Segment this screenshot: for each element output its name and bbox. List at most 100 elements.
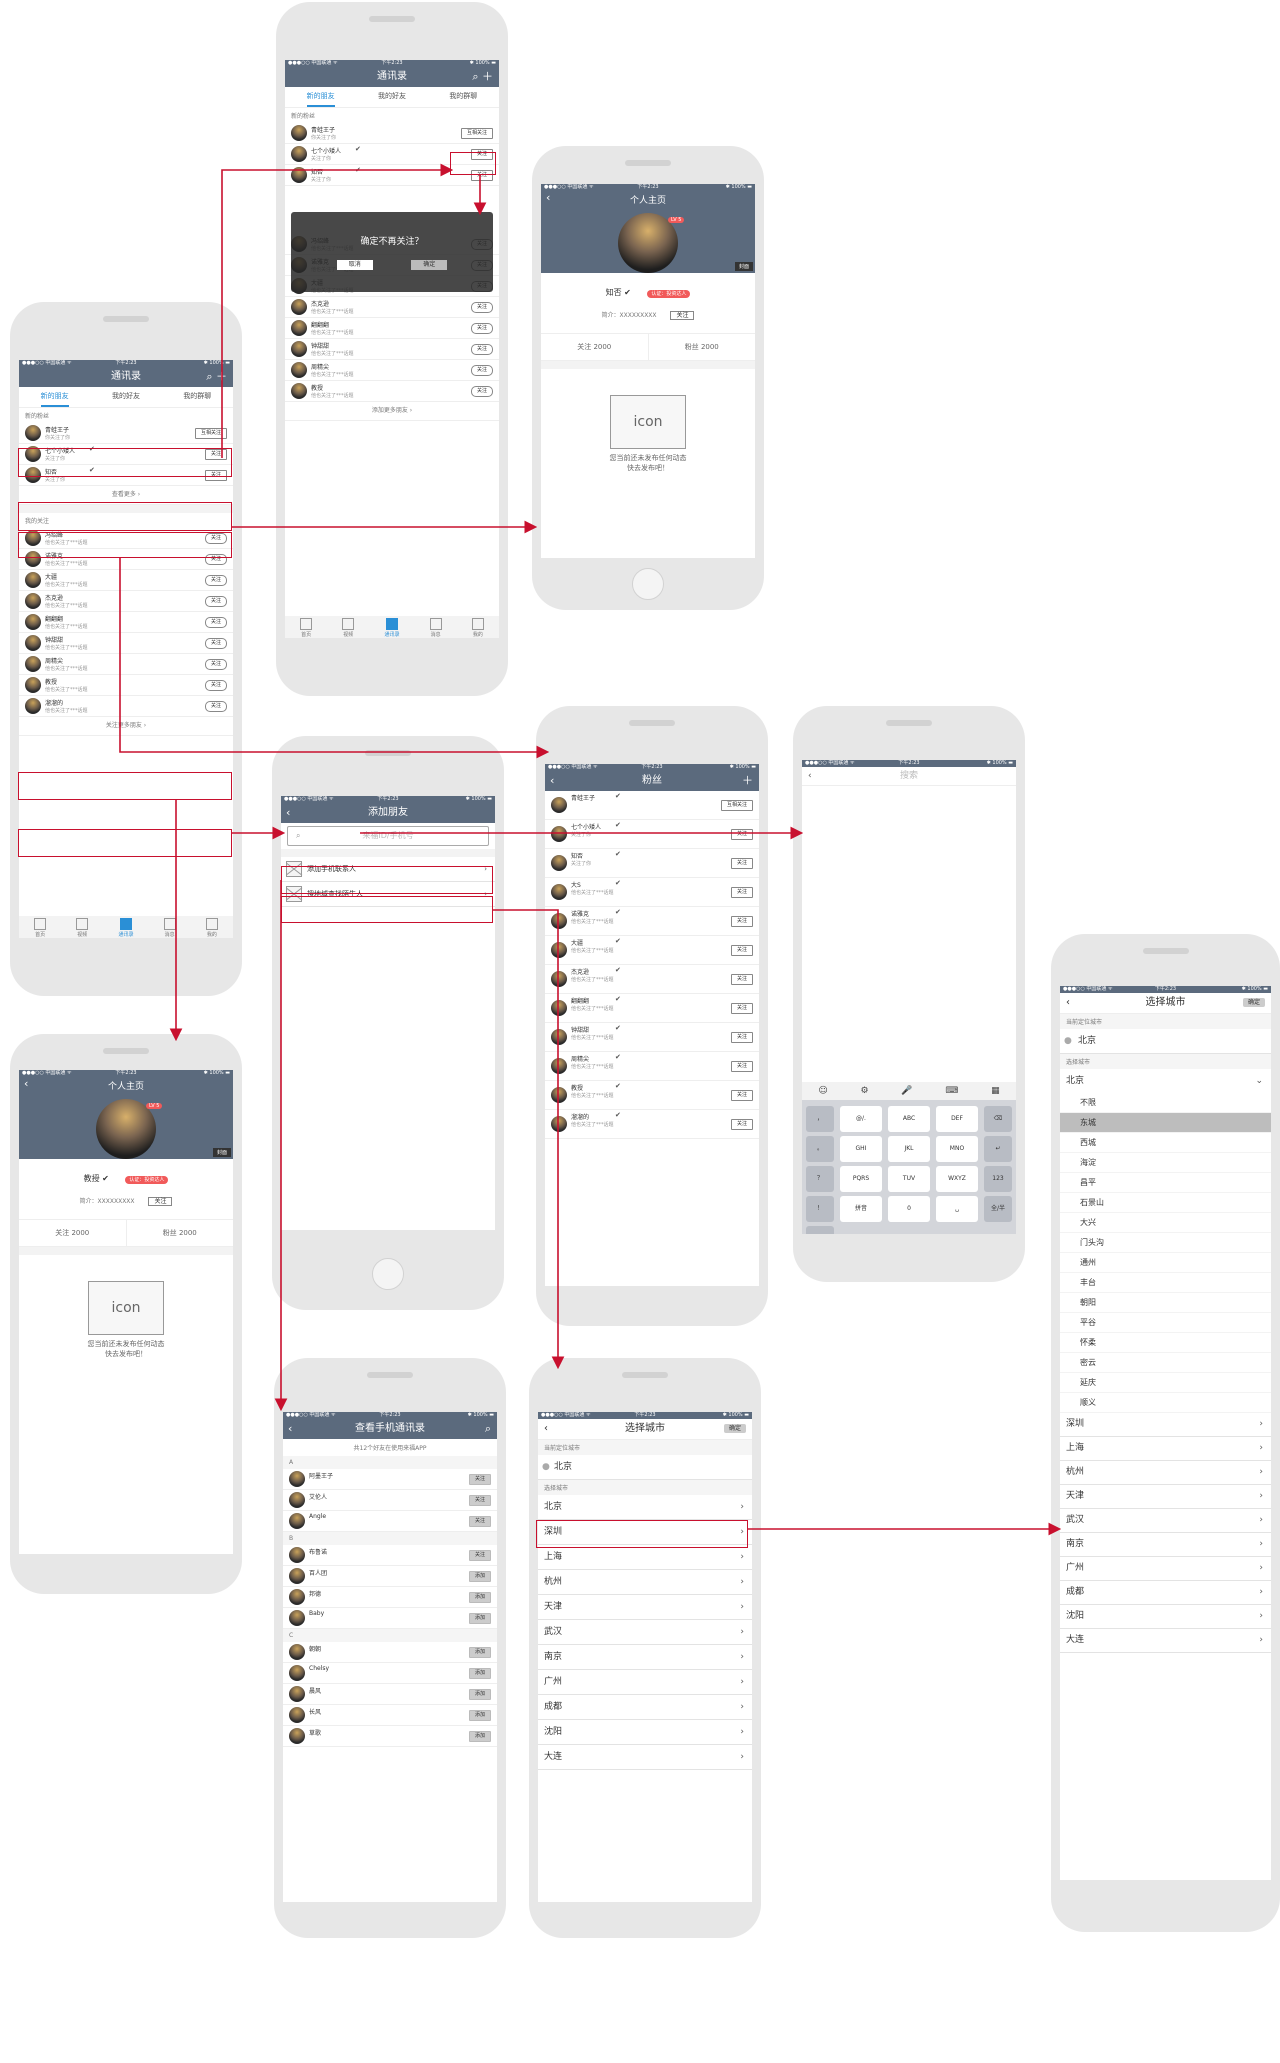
keyboard-key[interactable]: JKL [888,1136,930,1162]
follow-button[interactable]: 关注 [204,470,227,481]
city-row[interactable]: 北京› [538,1495,752,1520]
city-row[interactable]: 深圳› [1060,1413,1271,1437]
following-count[interactable]: 关注 2000 [541,334,649,360]
see-more-link[interactable]: 查看更多 › [19,486,233,505]
district-item[interactable]: 密云 [1060,1353,1271,1373]
follow-button[interactable]: 关注 [470,149,493,160]
city-row[interactable]: 广州› [538,1670,752,1695]
city-row[interactable]: 武汉› [538,1620,752,1645]
keyboard-key[interactable]: 123 [984,1166,1012,1192]
list-item[interactable]: 七个小矮人✔关注了你关注 [19,444,233,465]
list-item[interactable]: 教授✔他也关注了***话题关注 [545,1081,759,1110]
city-row[interactable]: 深圳› [538,1520,752,1545]
list-item[interactable]: 大S✔他也关注了***话题关注 [545,878,759,907]
keyboard-key[interactable]: TUV [888,1166,930,1192]
district-item[interactable]: 延庆 [1060,1373,1271,1393]
keyboard-key[interactable]: @/. [840,1106,882,1132]
confirm-button[interactable]: 确定 [723,1424,746,1433]
tab-my-friends[interactable]: 我的好友 [111,392,140,400]
list-item[interactable]: 晨风添加 [283,1684,497,1705]
district-item[interactable]: 怀柔 [1060,1333,1271,1353]
list-item[interactable]: 溜溜的他也关注了***话题关注 [19,696,233,717]
fans-count[interactable]: 粉丝 2000 [684,343,719,351]
city-row[interactable]: 成都› [1060,1581,1271,1605]
follow-button[interactable]: 关注 [204,638,227,649]
list-item[interactable]: 青蛙王子你关注了你互相关注 [19,423,233,444]
list-item[interactable]: 诺雅克✔他也关注了***话题关注 [545,907,759,936]
keyboard-key[interactable]: ， [806,1106,834,1132]
follow-button[interactable]: 关注 [730,974,753,985]
keyboard-key[interactable]: GHI [840,1136,882,1162]
tabbar-home[interactable]: 首页 [34,916,47,938]
city-row[interactable]: 杭州› [1060,1461,1271,1485]
keyboard-key[interactable]: 。 [806,1136,834,1162]
tabbar-video[interactable]: 视频 [342,616,355,638]
tabbar-contacts[interactable]: 通讯录 [384,616,399,638]
follow-button[interactable]: 关注 [730,1061,753,1072]
follow-button[interactable]: 添加 [468,1668,491,1679]
follow-button[interactable]: 关注 [730,1090,753,1101]
keyboard-key[interactable]: 拼音 [840,1196,882,1222]
located-city[interactable]: ●北京 [1060,1029,1271,1054]
list-item[interactable]: 教授他也关注了***话题关注 [19,675,233,696]
city-row[interactable]: 广州› [1060,1557,1271,1581]
follow-button[interactable]: 关注 [204,617,227,628]
follow-button[interactable]: 关注 [204,554,227,565]
list-item[interactable]: 翻翻翻✔他也关注了***话题关注 [545,994,759,1023]
list-item[interactable]: 周精尖✔他也关注了***话题关注 [545,1052,759,1081]
follow-button[interactable]: 关注 [730,1119,753,1130]
follow-button[interactable]: 关注 [730,1032,753,1043]
list-item[interactable]: 周精尖他也关注了***话题关注 [19,654,233,675]
keyboard-key[interactable]: PQRS [840,1166,882,1192]
city-row[interactable]: 沈阳› [538,1720,752,1745]
located-city[interactable]: ●北京 [538,1455,752,1480]
add-more-link[interactable]: 添加更多朋友 › [285,402,499,421]
follow-button[interactable]: 互相关注 [194,428,227,439]
follow-button[interactable]: 关注 [730,916,753,927]
follow-button[interactable]: 添加 [468,1647,491,1658]
city-row[interactable]: 大连› [1060,1629,1271,1653]
list-item[interactable]: 邦德添加 [283,1587,497,1608]
city-row[interactable]: 沈阳› [1060,1605,1271,1629]
confirm-button[interactable]: 确定 [1242,998,1265,1007]
list-item[interactable]: 草歌添加 [283,1726,497,1747]
keyboard-key[interactable]: ！ [806,1196,834,1222]
list-item[interactable]: 七个小矮人✔关注了你关注 [545,820,759,849]
follow-button[interactable]: 关注 [204,575,227,586]
follow-button[interactable]: 添加 [468,1710,491,1721]
district-item[interactable]: 平谷 [1060,1313,1271,1333]
district-item[interactable]: 石景山 [1060,1193,1271,1213]
city-row[interactable]: 南京› [1060,1533,1271,1557]
list-item[interactable]: 知否✔关注了你关注 [19,465,233,486]
district-item[interactable]: 昌平 [1060,1173,1271,1193]
follow-button[interactable]: 关注 [470,386,493,397]
keyboard-key[interactable]: ⌫ [984,1106,1012,1132]
district-item[interactable]: 海淀 [1060,1153,1271,1173]
keyboard-key[interactable]: 0 [888,1196,930,1222]
city-row[interactable]: 天津› [1060,1485,1271,1509]
tab-new-friends[interactable]: 新的朋友 [306,87,335,107]
tab-my-groups[interactable]: 我的群聊 [183,392,212,400]
tabbar-me[interactable]: 我的 [471,616,484,638]
keyboard-icon[interactable]: ⌨ [945,1086,959,1096]
settings-icon[interactable]: ⚙ [860,1086,869,1096]
district-item[interactable]: 西城 [1060,1133,1271,1153]
list-item[interactable]: 大疆他也关注了***话题关注 [19,570,233,591]
home-button[interactable] [632,568,664,600]
follow-button[interactable]: 互相关注 [720,800,753,811]
list-item[interactable]: 百人团添加 [283,1566,497,1587]
search-add-icons[interactable]: ⌕ ＋ [472,70,493,83]
list-item[interactable]: 冯绍峰他也关注了***话题关注 [19,528,233,549]
back-icon[interactable]: ‹ [544,1423,548,1434]
tab-new-friends[interactable]: 新的朋友 [40,387,69,407]
follow-button[interactable]: 关注 [670,311,695,320]
list-item[interactable]: 七个小矮人✔关注了你关注 [285,144,499,165]
follow-more-link[interactable]: 关注更多朋友 › [19,717,233,736]
city-row[interactable]: 武汉› [1060,1509,1271,1533]
keyboard-key[interactable]: 中/英 [806,1226,834,1234]
list-item[interactable]: 周精尖他也关注了***话题关注 [285,360,499,381]
list-item[interactable]: 朝朝添加 [283,1642,497,1663]
list-item[interactable]: 溜溜的✔他也关注了***话题关注 [545,1110,759,1139]
tabbar-home[interactable]: 首页 [300,616,313,638]
follow-button[interactable]: 关注 [468,1516,491,1527]
